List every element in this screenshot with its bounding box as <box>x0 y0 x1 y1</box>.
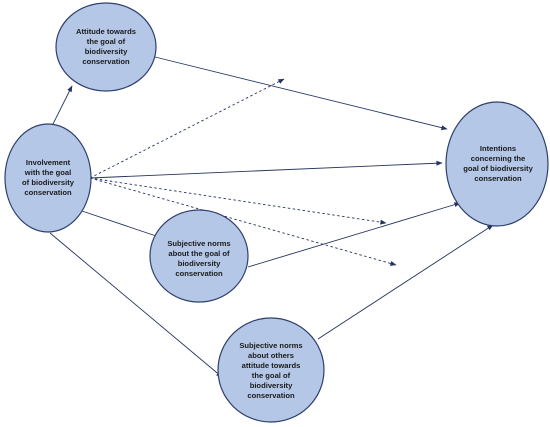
node-subjective-norms-others <box>217 317 325 423</box>
label-intentions: Intentions concerning the goal of biodiv… <box>463 144 533 183</box>
node-subjective-norms <box>149 209 249 303</box>
node-attitude <box>55 2 157 92</box>
edge-dashed-involvement-to-norms-path <box>89 177 387 225</box>
edge-subjective-norms-others-to-intentions <box>317 224 494 340</box>
edge-dashed-involvement-to-others-path <box>89 177 397 266</box>
label-attitude: Attitude towards the goal of biodiversit… <box>76 27 136 66</box>
label-involvement: Involvement with the goal of biodiversit… <box>22 158 74 197</box>
node-involvement <box>4 123 92 233</box>
edge-dashed-involvement-to-attitude-path <box>89 78 285 179</box>
edge-subjective-norms-to-intentions <box>247 202 461 268</box>
label-subjective-norms: Subjective norms about the goal of biodi… <box>167 239 231 278</box>
edge-involvement-to-subjective-norms <box>81 210 163 239</box>
label-subjective-norms-others: Subjective norms about others attitude t… <box>239 341 303 400</box>
edge-attitude-to-intentions <box>154 56 448 131</box>
node-intentions <box>445 101 549 227</box>
edge-involvement-to-intentions <box>89 160 443 179</box>
edge-involvement-to-subjective-norms-others <box>49 232 223 378</box>
